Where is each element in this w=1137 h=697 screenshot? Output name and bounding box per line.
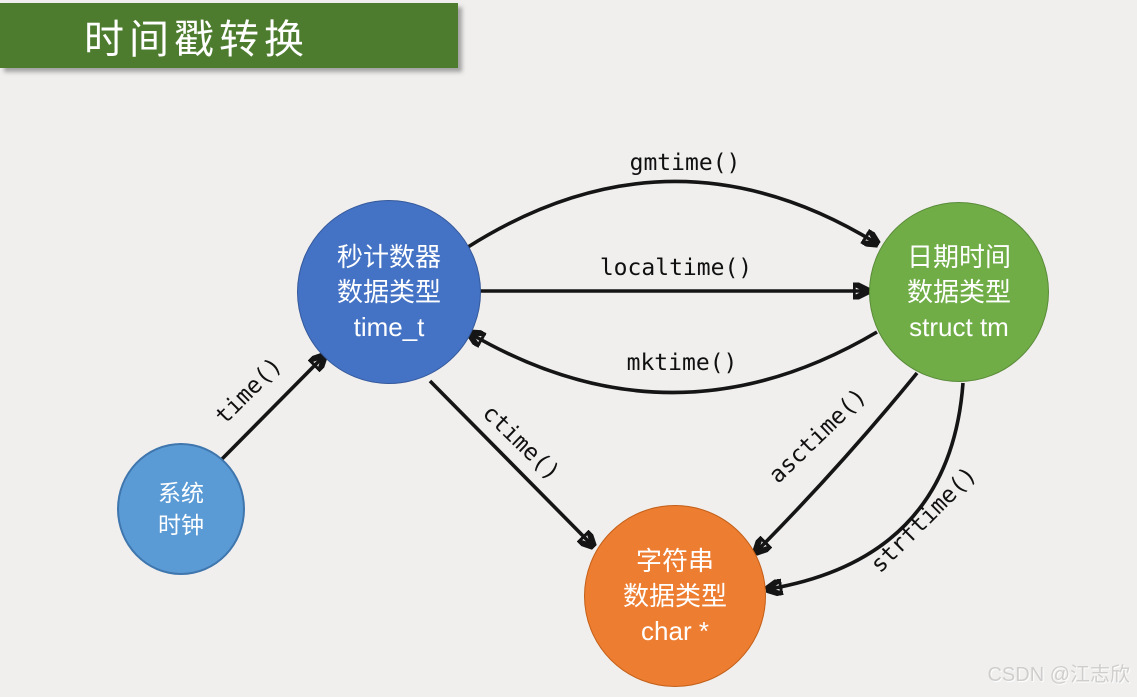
node-time-t: 秒计数器 数据类型 time_t: [297, 200, 481, 384]
node-char-ptr-line2: 数据类型: [622, 580, 727, 611]
node-char-ptr: 字符串 数据类型 char *: [584, 505, 766, 687]
edge-label-localtime: localtime(): [599, 255, 753, 281]
arrow-time: [220, 357, 323, 461]
node-system-clock-line1: 系统: [158, 480, 204, 506]
node-struct-tm: 日期时间 数据类型 struct tm: [869, 202, 1049, 382]
page-title: 时间戳转换: [84, 17, 309, 62]
arrow-strftime: [769, 382, 965, 589]
node-struct-tm-line1: 日期时间: [906, 241, 1011, 272]
node-char-ptr-line1: 字符串: [635, 545, 714, 576]
node-time-t-line2: 数据类型: [336, 276, 441, 307]
node-struct-tm-line2: 数据类型: [906, 276, 1011, 307]
edge-label-gmtime: gmtime(): [629, 150, 741, 176]
arrow-mktime: [471, 332, 878, 395]
node-system-clock: 系统 时钟: [117, 443, 245, 575]
node-char-ptr-line3: char *: [641, 615, 709, 646]
node-time-t-line1: 秒计数器: [336, 241, 441, 272]
node-system-clock-line2: 时钟: [158, 512, 204, 538]
node-time-t-line3: time_t: [353, 311, 425, 342]
node-struct-tm-line3: struct tm: [909, 311, 1009, 342]
arrow-ctime: [428, 379, 592, 545]
arrow-gmtime: [467, 179, 876, 249]
arrow-asctime: [757, 371, 919, 551]
title-banner: 时间戳转换: [0, 3, 458, 68]
watermark: CSDN @江志欣: [987, 664, 1130, 686]
edge-label-mktime: mktime(): [626, 350, 738, 376]
